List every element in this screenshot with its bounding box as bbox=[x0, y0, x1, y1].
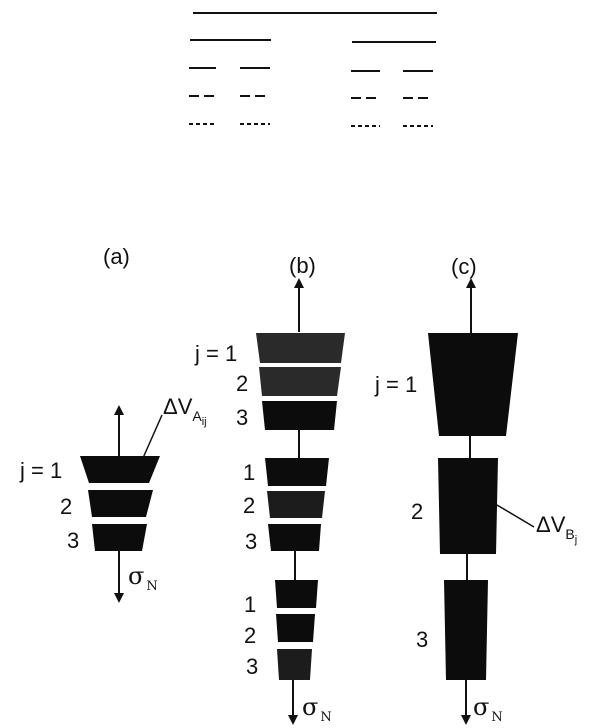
panel-b-group2-block-3 bbox=[268, 524, 321, 551]
panel-b-group1-block-2 bbox=[259, 367, 341, 396]
panel-b-group3-row-label-2: 2 bbox=[244, 623, 256, 648]
panel-a-row-label-2: 2 bbox=[60, 494, 72, 519]
panel-b-label: (b) bbox=[289, 253, 316, 278]
panel-b-group3-row-label-1: 1 bbox=[244, 592, 256, 617]
panel-b-group2-row-label-1: 1 bbox=[243, 460, 255, 485]
panel-b-group1-row-label-3: 3 bbox=[236, 405, 248, 430]
panel-c-block-2 bbox=[438, 458, 498, 554]
panel-c-callout-leader bbox=[496, 504, 535, 528]
panel-c-row-label-1: j = 1 bbox=[374, 372, 417, 397]
panel-b-group1-block-3 bbox=[262, 401, 337, 430]
panel-b-group3-block-3 bbox=[277, 649, 312, 680]
panel-b-group1-row-label-2: 2 bbox=[236, 371, 248, 396]
panel-c-callout-label: ΔVBj bbox=[536, 512, 577, 546]
panel-b-group2-block-2 bbox=[267, 491, 325, 518]
panel-b-group3-block-1 bbox=[275, 580, 318, 608]
panel-a-row-label-3: 3 bbox=[67, 528, 79, 553]
panel-c-label: (c) bbox=[451, 254, 477, 279]
panel-a-row-label-1: j = 1 bbox=[19, 458, 62, 483]
panel-a-block-1 bbox=[80, 456, 160, 483]
panel-b-group3-block-2 bbox=[276, 614, 315, 642]
panel-b-group2-row-label-2: 2 bbox=[243, 493, 255, 518]
panel-a-callout-label: ΔVAij bbox=[163, 394, 207, 428]
panel-a-label: (a) bbox=[103, 244, 130, 269]
panel-b-group1-row-label-1: j = 1 bbox=[194, 341, 237, 366]
panel-a-block-3 bbox=[92, 524, 147, 551]
line-legend bbox=[189, 12, 437, 127]
panel-c-row-label-3: 3 bbox=[416, 627, 428, 652]
panel-a-callout-leader bbox=[142, 414, 163, 459]
panel-c-block-1 bbox=[428, 333, 518, 436]
panel-b-group2-row-label-3: 3 bbox=[245, 529, 257, 554]
panel-b-group3-row-label-3: 3 bbox=[246, 654, 258, 679]
panel-b-group1-block-1 bbox=[256, 333, 345, 363]
panel-c-block-3 bbox=[444, 580, 488, 680]
panel-a-block-2 bbox=[88, 490, 153, 517]
panel-c-row-label-2: 2 bbox=[411, 499, 423, 524]
panel-b-group2-block-1 bbox=[265, 458, 329, 486]
